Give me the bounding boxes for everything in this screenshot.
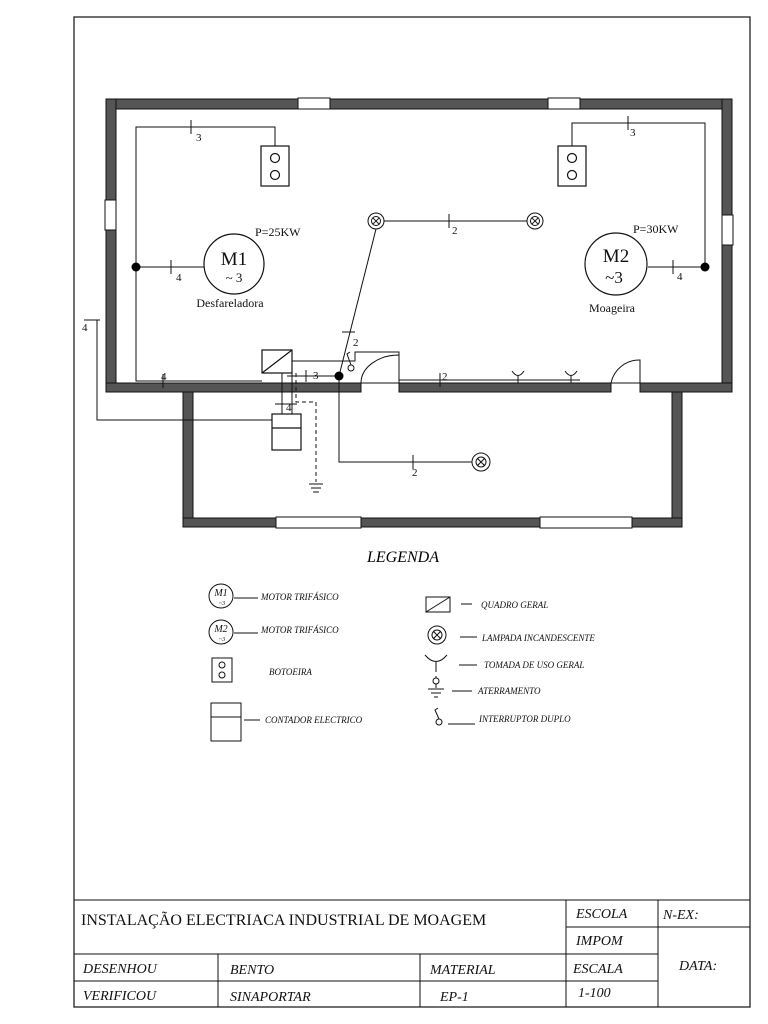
desenhou-name: BENTO [230,963,274,978]
legend-label: BOTOEIRA [269,667,312,677]
lamps [367,212,544,472]
legend-label: INTERRUPTOR DUPLO [478,714,571,724]
m2-power: P=30KW [633,222,679,236]
drawing-title: INSTALAÇÃO ELECTRIACA INDUSTRIAL DE MOAG… [81,911,486,929]
circuit-number: 4 [677,271,683,283]
m1-phase: ~ 3 [226,270,243,285]
sheet-border [73,16,751,1008]
wiring [84,116,706,493]
circuit-number: 4 [286,402,292,414]
verificou-name: SINAPORTAR [230,990,311,1005]
legend-label: QUADRO GERAL [481,600,548,610]
double-switch [346,351,355,372]
junction-dots [131,262,710,381]
m2-symbol: M2 [603,246,629,267]
legend-title: LEGENDA [366,549,439,566]
legend-label: TOMADA DE USO GERAL [484,660,584,670]
title-block-grid [74,899,750,1007]
escala-label: ESCALA [572,962,623,977]
m1-label: Desfareladora [196,296,264,310]
verificou-label: VERIFICOU [83,989,157,1004]
legend-m2-sub: ~3 [219,637,225,643]
legend-m1-sub: ~3 [219,601,225,607]
escola-label: ESCOLA [575,907,628,922]
desenhou-label: DESENHOU [82,962,158,977]
wall-outlets [511,370,578,383]
circuit-number: 3 [313,370,319,382]
legend-m1-symbol: M1 [213,588,227,599]
distribution-board [261,349,293,374]
legend-label: CONTADOR ELECTRICO [265,715,363,725]
legend-symbols [208,583,477,742]
circuit-number: 4 [176,272,182,284]
circuit-number: 4 [161,371,167,383]
m2-label: Moageira [589,301,636,315]
circuit-number: 3 [630,127,636,139]
legend-m2-symbol: M2 [213,624,227,635]
data-label: DATA: [678,959,717,974]
legend-label: ATERRAMENTO [477,686,541,696]
legend-label: MOTOR TRIFÁSICO [260,592,339,602]
m1-power: P=25KW [255,225,301,239]
motors [203,232,648,296]
material-label: MATERIAL [429,963,496,978]
legend-label: LAMPADA INCANDESCENTE [481,633,595,643]
windows [104,97,734,529]
circuit-number: 2 [412,467,418,479]
m2-phase: ~3 [605,268,623,287]
circuit-number: 3 [196,132,202,144]
escala-value: 1-100 [578,986,611,1001]
circuit-number: 4 [82,322,88,334]
material-code: EP-1 [439,990,469,1005]
doors [360,354,641,392]
circuit-number: 2 [442,371,448,383]
escola-name: IMPOM [575,934,624,949]
legend-label: MOTOR TRIFÁSICO [260,625,339,635]
circuit-number: 2 [452,225,458,237]
push-button-stations [260,145,587,187]
n-ex-label: N-EX: [662,908,699,923]
circuit-number: 2 [353,337,359,349]
contactor [271,413,302,451]
m1-symbol: M1 [221,249,247,270]
